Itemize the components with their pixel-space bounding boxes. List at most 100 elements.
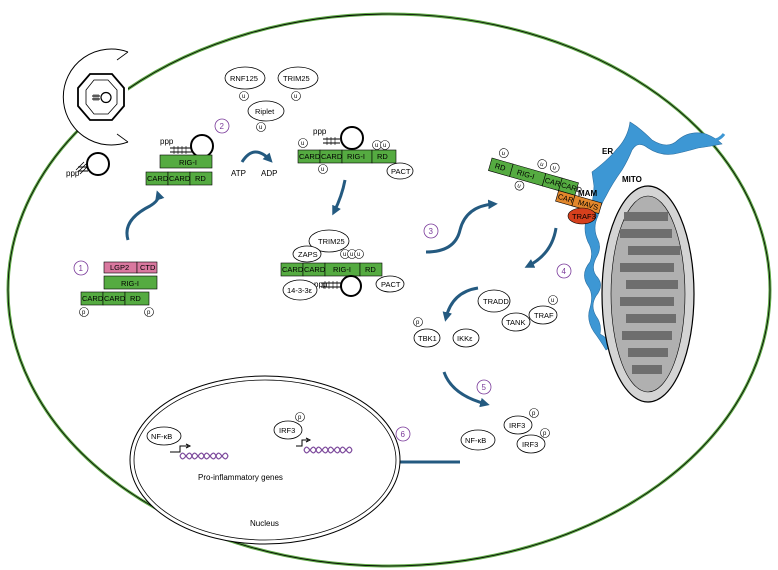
step-4-badge: 4 [562,267,567,276]
rd-label: RD [195,174,206,183]
nfkb-label: NF-κB [465,436,486,445]
step-3-badge: 3 [429,227,434,236]
ppp-label: ppp [313,127,327,136]
zaps-label: ZAPS [298,250,318,259]
adp-label: ADP [261,169,277,178]
card-label: CARD [169,174,191,183]
trim25-label: TRIM25 [318,237,345,246]
ppp-label: ppp [160,137,174,146]
viral-rna-hairpin-endosome [92,91,112,104]
ubiquitin-label: u [552,165,557,172]
14-3-3-label: 14-3-3ε [287,286,313,295]
ppp-label: ppp [314,280,328,289]
ubiquitinated-rig-i: ppp u CARD CARD RIG-I RD u u u PACT [297,126,414,180]
ubiquitin-label: u [294,94,297,100]
rd-box [124,291,150,306]
phospho-circle [144,307,154,317]
arrow-1-to-2 [125,190,165,241]
ubiquitin-label: u [321,167,324,173]
step-2-complex: ppp RIG-I CARD CARD RD 2 [145,118,230,186]
riplet-label: Riplet [255,107,275,116]
ubiquitin-label: u [551,298,554,304]
phospho-label: p [532,411,536,417]
rig-i-regulatory-complex: TRIM25 ZAPS u u u CARD CARD RIG-I RD ppp… [280,229,405,301]
rig-i-label: RIG-I [179,158,197,167]
ubiquitin-label: u [539,162,544,169]
trim25-label: TRIM25 [283,74,310,83]
step-1-badge: 1 [79,264,84,273]
traf-label: TRAF [534,311,554,320]
ppp-label: ppp [66,169,80,178]
nucleus-label: Nucleus [250,519,279,528]
ppp-rna-free: ppp [66,152,110,178]
ikke-label: IKKε [457,334,473,343]
mitochondrion: MITO [601,175,695,403]
tank-label: TANK [506,318,525,327]
adaptor-proteins: TRADD TANK TRAF u [477,289,558,332]
rig-i-mavs-complex: u RD RIG-I u CARD CARD u u CARD MAVS MAM… [488,148,603,225]
ctd-label: CTD [140,263,156,272]
arrow-to-adaptors [524,227,558,268]
tbk1-label: TBK1 [418,334,437,343]
tradd-label: TRADD [483,297,509,306]
arrow-to-factors [442,371,490,408]
rig-i-box [103,275,158,290]
atp-label: ATP [231,169,246,178]
ctd-box [136,261,158,274]
phospho-circle [79,307,89,317]
ubiquitin-label: u [501,151,506,158]
arrow-to-kinases [442,286,479,322]
lgp2-label: LGP2 [110,263,129,272]
nfkb-label: NF-κB [151,432,172,441]
rnf125-label: RNF125 [230,74,258,83]
card-label: CARD [321,152,343,161]
mam-label: MAM [578,189,597,198]
phospho-label: p [543,431,547,437]
pact-label: PACT [381,280,401,289]
pact-label: PACT [391,167,411,176]
phospho-label: p [298,415,302,421]
mito-label: MITO [622,175,642,184]
rd-label: RD [130,294,141,303]
dna-strand [179,452,229,460]
ubiquitin-label: u [383,143,386,149]
step-5-badge: 5 [482,383,487,392]
rig-i-label: RIG-I [121,279,139,288]
ubiquitin-label: u [375,143,378,149]
er-label: ER [602,147,613,156]
activated-transcription-factors: NF-κB IRF3 p IRF3 p [460,408,550,454]
rd-label: RD [365,265,376,274]
phospho-label: p [416,320,420,326]
atp-hydrolysis: ATP ADP [231,150,277,178]
phospho-label: p [147,310,151,316]
endosome [62,48,129,146]
ubiquitin-label: u [357,252,360,258]
card-label: CARD [299,152,321,161]
endoplasmic-reticulum: ER [584,121,726,351]
ubiquitin-label: u [301,141,304,147]
rd-label: RD [494,161,507,173]
traf3-label: TRAF3 [572,212,596,221]
nucleus: Nucleus Pro-inflammatory genes NF-κB IRF… [129,375,401,545]
ubiquitin-label: u [259,125,262,131]
ubiquitin-label: u [343,252,346,258]
rd-label: RD [377,152,388,161]
card-label: CARD [104,294,126,303]
step-1-complex: 1 LGP2 CTD RIG-I CARD CARD RD p p [73,260,158,317]
irf3-label: IRF3 [279,426,295,435]
step-6-badge: 6 [401,430,406,439]
card-label: CARD [82,294,104,303]
cell-membrane [6,12,772,568]
genes-label: Pro-inflammatory genes [198,473,283,482]
arrow-to-complex [332,179,347,216]
rig-i-label: RIG-I [347,152,365,161]
rig-i-label: RIG-I [333,265,351,274]
e3-ligases: RNF125 u TRIM25 u Riplet u [224,66,319,132]
irf3-label: IRF3 [522,440,538,449]
card-label: CARD [282,265,304,274]
dna-strand [303,446,353,454]
arrow-to-mavs [425,199,498,254]
phospho-label: p [82,310,86,316]
card-label: CARD [304,265,326,274]
